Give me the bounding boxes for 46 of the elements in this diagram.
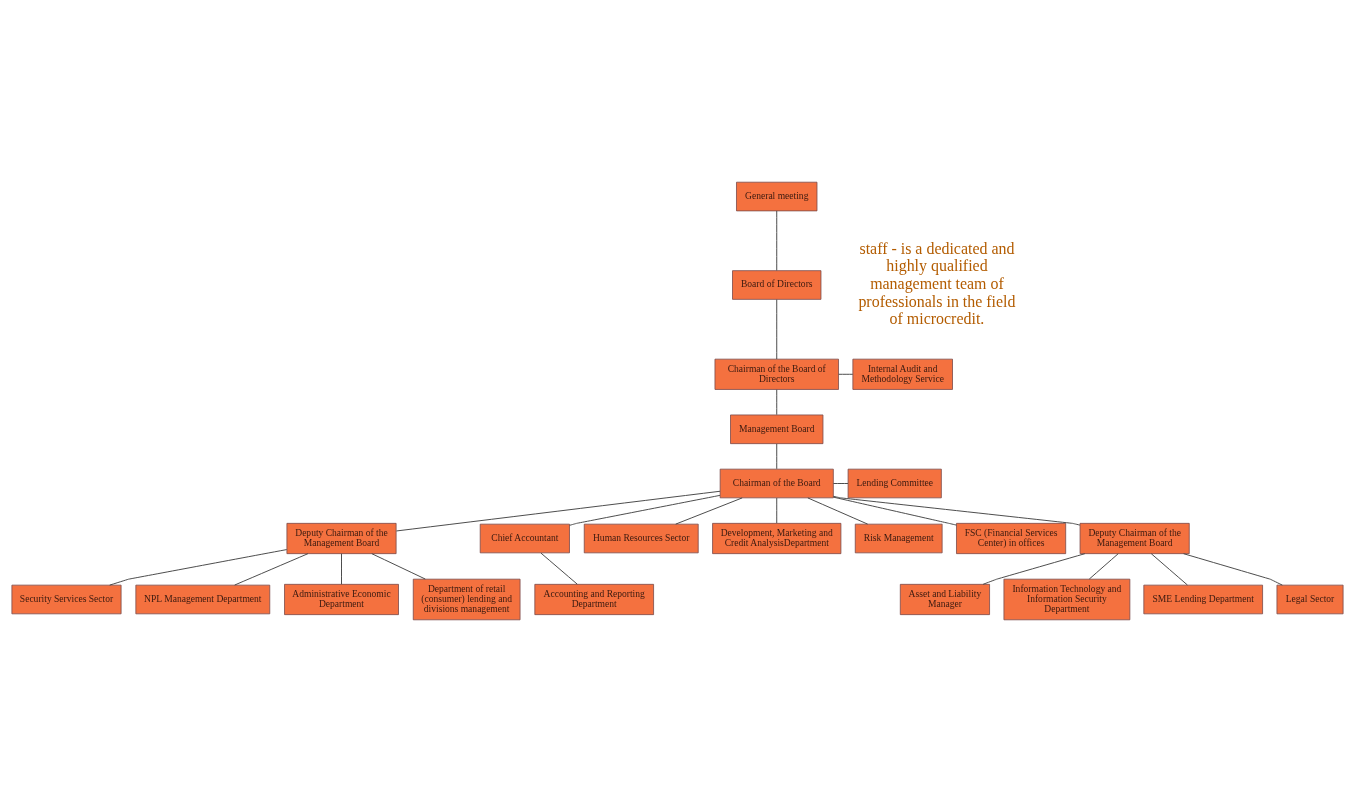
node-box: Accounting and Reporting Department — [534, 583, 654, 616]
connector — [395, 490, 721, 532]
connector — [540, 552, 578, 585]
node-box: General meeting — [736, 181, 818, 212]
node-box: Deputy Chairman of the Management Board — [286, 522, 397, 555]
connector — [832, 496, 957, 526]
node-box: Human Resources Sector — [583, 523, 699, 554]
connector — [832, 495, 1081, 526]
connector — [234, 553, 309, 586]
connector — [832, 483, 849, 484]
node-box: Risk Management — [854, 523, 943, 554]
node-box: Legal Sector — [1276, 584, 1344, 615]
node-box: Asset and Liability Manager — [899, 583, 990, 616]
node-box: Department of retail (consumer) lending and divisions management — [412, 578, 521, 621]
connector — [675, 497, 743, 525]
connector — [341, 553, 342, 585]
connector — [776, 389, 778, 416]
connector — [109, 549, 288, 586]
connector — [1150, 553, 1188, 586]
node-box: SME Lending Department — [1143, 584, 1263, 615]
label: staff - is a dedicated and highly qualified management team of professionals in the field of microcredit. — [858, 239, 1016, 328]
node-box: Development, Marketing and Credit AnalysisDepartment — [712, 522, 842, 555]
node-box: Internal Audit and Methodology Service — [852, 358, 953, 390]
connector — [776, 443, 778, 470]
node-box: Chief Accountant — [479, 523, 570, 554]
connector — [1088, 553, 1119, 580]
connector — [776, 210, 778, 271]
node-box: Management Board — [730, 414, 824, 445]
node-box: FSC (Financial Services Center) in offices — [956, 522, 1067, 555]
connector — [1183, 553, 1283, 586]
node-box: Lending Committee — [847, 468, 942, 499]
connector — [776, 497, 778, 524]
connector — [982, 553, 1086, 585]
node-box: Chairman of the Board of Directors — [714, 358, 839, 390]
node-box: Security Services Sector — [11, 584, 122, 615]
connector — [838, 373, 854, 375]
connector — [569, 494, 721, 526]
node-box: Board of Directors — [732, 270, 822, 300]
node-box: NPL Management Department — [135, 584, 271, 615]
connector — [776, 299, 778, 360]
node-box: Deputy Chairman of the Management Board — [1079, 522, 1190, 555]
connector — [807, 497, 869, 525]
node-box: Administrative Economic Department — [284, 583, 399, 616]
connector — [371, 553, 426, 580]
node-box: Chairman of the Board — [719, 468, 834, 499]
node-box: Information Technology and Information Security Department — [1003, 578, 1131, 621]
